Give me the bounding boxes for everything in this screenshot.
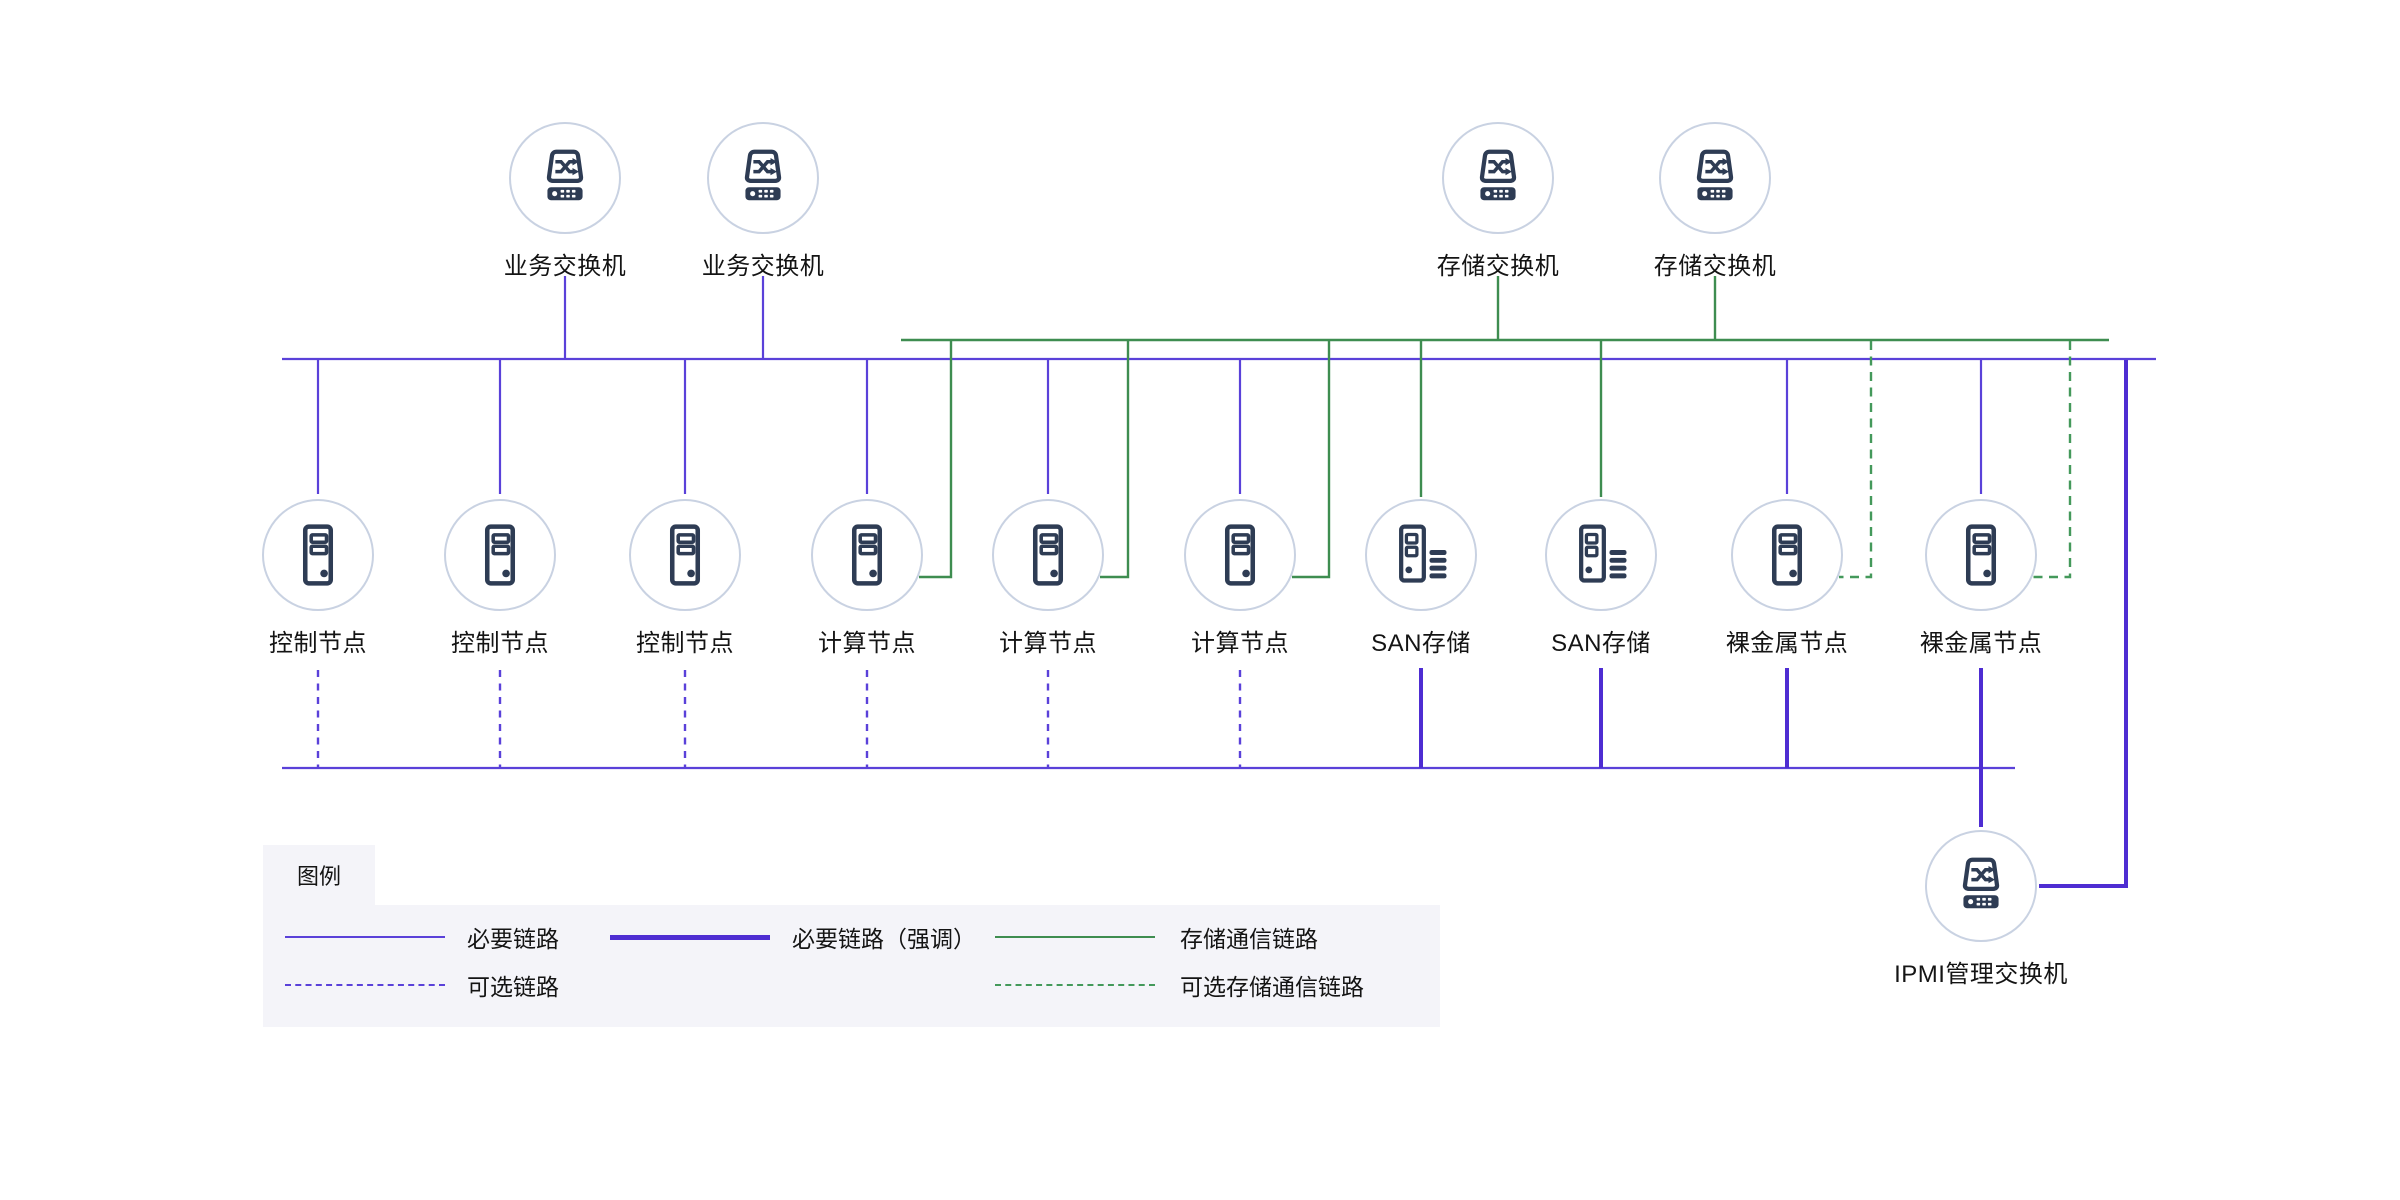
- server-icon: [833, 521, 901, 589]
- legend-tab: 图例: [263, 845, 375, 905]
- legend-label-3: 可选链路: [467, 974, 559, 1000]
- server-icon: [1014, 521, 1082, 589]
- compute-node-3-circle: [1184, 499, 1296, 611]
- bare-metal-node-1-circle: [1731, 499, 1843, 611]
- legend-label-1: 必要链路（强调）: [792, 926, 976, 952]
- switch-icon: [1681, 144, 1749, 212]
- switch-icon: [1947, 852, 2015, 920]
- san-icon: [1387, 521, 1455, 589]
- san-storage-1-label: SAN存储: [1371, 630, 1471, 657]
- legend-label-4: 可选存储通信链路: [1180, 974, 1364, 1000]
- compute-node-2-circle: [992, 499, 1104, 611]
- storage-switch-2-label: 存储交换机: [1653, 253, 1777, 280]
- server-icon: [1753, 521, 1821, 589]
- link-ipmi-switch-uplink: [2039, 360, 2128, 888]
- switch-icon: [1464, 144, 1532, 212]
- business-switch-2-label: 业务交换机: [701, 253, 825, 280]
- link-bare-metal-2-optional-storage-hook: [2033, 341, 2072, 579]
- business-switch-1-circle: [509, 122, 621, 234]
- server-icon: [1206, 521, 1274, 589]
- control-node-2-circle: [444, 499, 556, 611]
- legend-label-0: 必要链路: [467, 926, 559, 952]
- bare-metal-node-1-label: 裸金属节点: [1725, 630, 1849, 657]
- server-icon: [466, 521, 534, 589]
- san-icon: [1567, 521, 1635, 589]
- san-storage-2-label: SAN存储: [1551, 630, 1651, 657]
- storage-switch-2-circle: [1659, 122, 1771, 234]
- switch-icon: [729, 144, 797, 212]
- server-icon: [1947, 521, 2015, 589]
- business-switch-2-circle: [707, 122, 819, 234]
- legend-line-solid-purple: [285, 935, 445, 938]
- san-storage-1-circle: [1365, 499, 1477, 611]
- compute-node-2-label: 计算节点: [999, 630, 1097, 657]
- server-icon: [284, 521, 352, 589]
- legend-line-dashed-purple: [285, 983, 445, 986]
- control-node-3-circle: [629, 499, 741, 611]
- control-node-3-label: 控制节点: [636, 630, 734, 657]
- switch-icon: [531, 144, 599, 212]
- server-icon: [651, 521, 719, 589]
- storage-switch-1-label: 存储交换机: [1436, 253, 1560, 280]
- link-compute-node-3-storage-hook: [1292, 341, 1331, 579]
- ipmi-switch-circle: [1925, 830, 2037, 942]
- legend-label-2: 存储通信链路: [1180, 926, 1318, 952]
- legend-line-solid-purple-thick: [610, 934, 770, 940]
- control-node-2-label: 控制节点: [451, 630, 549, 657]
- link-compute-node-1-storage-hook: [919, 341, 953, 579]
- business-switch-1-label: 业务交换机: [503, 253, 627, 280]
- control-node-1-label: 控制节点: [269, 630, 367, 657]
- link-bare-metal-1-optional-storage-hook: [1839, 341, 1873, 579]
- ipmi-switch-label: IPMI管理交换机: [1894, 961, 2068, 988]
- san-storage-2-circle: [1545, 499, 1657, 611]
- compute-node-1-label: 计算节点: [818, 630, 916, 657]
- legend-box: [263, 905, 1440, 1027]
- bare-metal-node-2-circle: [1925, 499, 2037, 611]
- compute-node-3-label: 计算节点: [1191, 630, 1289, 657]
- legend-line-solid-green: [995, 935, 1155, 938]
- legend-tab-label: 图例: [296, 864, 341, 889]
- bare-metal-node-2-label: 裸金属节点: [1919, 630, 2043, 657]
- legend-line-dashed-green: [995, 983, 1155, 986]
- control-node-1-circle: [262, 499, 374, 611]
- link-compute-node-2-storage-hook: [1100, 341, 1130, 579]
- compute-node-1-circle: [811, 499, 923, 611]
- storage-switch-1-circle: [1442, 122, 1554, 234]
